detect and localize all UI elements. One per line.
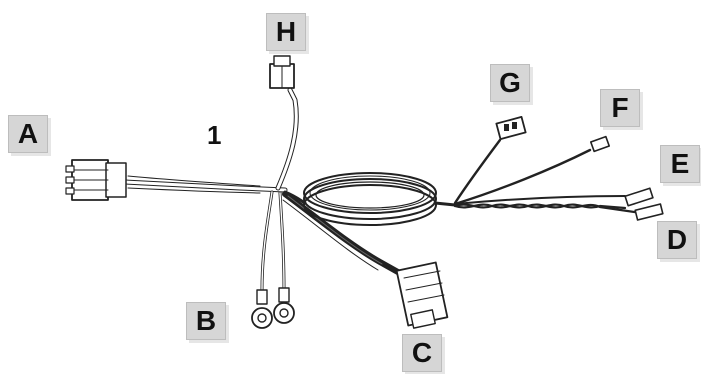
wires-to-b	[260, 190, 286, 292]
callout-e: E	[660, 145, 700, 183]
connector-c	[395, 261, 449, 329]
connector-h	[269, 55, 295, 89]
callout-b: B	[186, 302, 226, 340]
twisted-pair-wires	[453, 195, 650, 216]
ring-terminal-b-right	[273, 287, 295, 324]
wire-coil	[283, 172, 457, 226]
callout-d: D	[657, 221, 697, 259]
terminal-e	[624, 187, 654, 207]
wire-to-h	[275, 87, 299, 191]
callout-g: G	[490, 64, 530, 102]
callout-h: H	[266, 13, 306, 51]
wire-to-g	[453, 138, 502, 205]
main-trunk-wire	[122, 175, 288, 194]
connector-a	[65, 159, 127, 201]
terminal-f	[589, 135, 611, 153]
wire-to-f	[453, 148, 592, 206]
callout-a: A	[8, 115, 48, 153]
callout-f: F	[600, 89, 640, 127]
ring-terminal-b-left	[251, 289, 273, 329]
connector-g	[495, 116, 527, 140]
item-number: 1	[207, 120, 222, 150]
wire-to-c	[282, 191, 408, 279]
callout-c: C	[402, 334, 442, 372]
terminal-d	[634, 203, 664, 221]
